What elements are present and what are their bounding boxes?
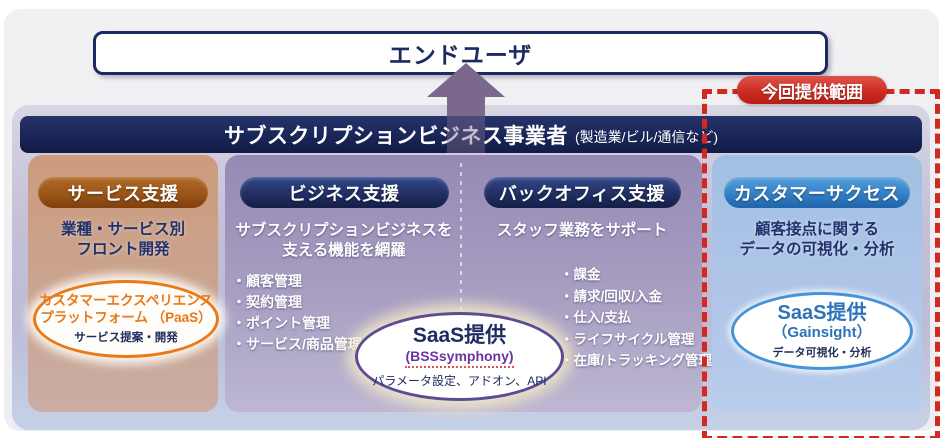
backoffice-support-header: バックオフィス支援 xyxy=(483,177,681,208)
provided-scope-badge-label: 今回提供範囲 xyxy=(761,82,863,102)
list-item: ・課金 xyxy=(560,267,601,283)
arrow-stem-overlay xyxy=(447,116,485,153)
list-item: ・ライフサイクル管理 xyxy=(560,331,695,347)
list-item: ・在庫/トラッキング管理 xyxy=(560,353,712,369)
list-item: ・サービス/商品管理 xyxy=(232,335,362,352)
gainsight-saas-line2: （Gainsight） xyxy=(772,323,872,341)
column-business-support: ビジネス支援 サブスクリプションビジネスを 支える機能を網羅 ・顧客管理 ・契約… xyxy=(225,155,463,412)
column-backoffice-support: バックオフィス支援 スタッフ業務をサポート ・課金 ・請求/回収/入金 ・仕入/… xyxy=(463,155,712,412)
customer-experience-platform-ellipse: カスタマーエクスペリエンス プラットフォーム （PaaS） サービス提案・開発 xyxy=(33,280,219,358)
column-divider-dashed-line xyxy=(460,163,462,403)
bss-saas-note: パラメータ設定、アドオン、API xyxy=(372,373,547,388)
business-support-header: ビジネス支援 xyxy=(239,177,449,208)
provider-title: サブスクリプションビジネス事業者 xyxy=(223,124,568,148)
cx-platform-note: サービス提案・開発 xyxy=(74,331,178,344)
cx-platform-line1: カスタマーエクスペリエンス xyxy=(39,293,213,309)
service-support-header-label: サービス支援 xyxy=(67,183,179,204)
provider-title-note: (製造業/ビル/通信など) xyxy=(574,128,719,145)
business-support-bullet-list: ・顧客管理 ・契約管理 ・ポイント管理 ・サービス/商品管理 xyxy=(232,271,463,355)
provided-scope-dashed-outline xyxy=(702,89,940,438)
list-item: ・顧客管理 xyxy=(232,272,302,289)
list-item: ・仕入/支払 xyxy=(560,310,632,326)
list-item: ・請求/回収/入金 xyxy=(560,288,663,304)
saas-bsssymphony-ellipse: SaaS提供 (BSSsymphony) パラメータ設定、アドオン、API xyxy=(355,312,564,401)
service-support-header: サービス支援 xyxy=(38,177,208,208)
up-arrow-icon xyxy=(427,63,505,97)
gainsight-saas-line1: SaaS提供 xyxy=(777,301,867,324)
customer-success-description: 顧客接点に関する データの可視化・分析 xyxy=(739,221,895,259)
up-arrow-stem xyxy=(447,95,485,116)
bss-saas-line2: (BSSsymphony) xyxy=(405,347,514,368)
service-support-description: 業種・サービス別 フロント開発 xyxy=(60,221,185,259)
column-customer-success: カスタマーサクセス 顧客接点に関する データの可視化・分析 xyxy=(712,155,922,412)
customer-success-header: カスタマーサクセス xyxy=(724,177,910,208)
business-support-header-label: ビジネス支援 xyxy=(288,183,400,204)
backoffice-support-header-label: バックオフィス支援 xyxy=(498,183,666,204)
customer-success-header-label: カスタマーサクセス xyxy=(733,183,901,204)
gainsight-saas-note: データ可視化・分析 xyxy=(772,347,872,360)
backoffice-support-bullet-list: ・課金 ・請求/回収/入金 ・仕入/支払 ・ライフサイクル管理 ・在庫/トラッキ… xyxy=(560,264,712,372)
business-support-description: サブスクリプションビジネスを 支える機能を網羅 xyxy=(235,222,453,260)
provider-title-bar: サブスクリプションビジネス事業者 (製造業/ビル/通信など) xyxy=(20,116,922,153)
saas-gainsight-ellipse: SaaS提供 （Gainsight） データ可視化・分析 xyxy=(731,292,913,370)
backoffice-support-description: スタッフ業務をサポート xyxy=(496,222,668,239)
list-item: ・契約管理 xyxy=(232,293,302,310)
cx-platform-line2: プラットフォーム （PaaS） xyxy=(40,310,212,325)
provided-scope-badge: 今回提供範囲 xyxy=(737,76,887,104)
bss-saas-line1: SaaS提供 xyxy=(412,324,507,348)
list-item: ・ポイント管理 xyxy=(232,314,330,331)
